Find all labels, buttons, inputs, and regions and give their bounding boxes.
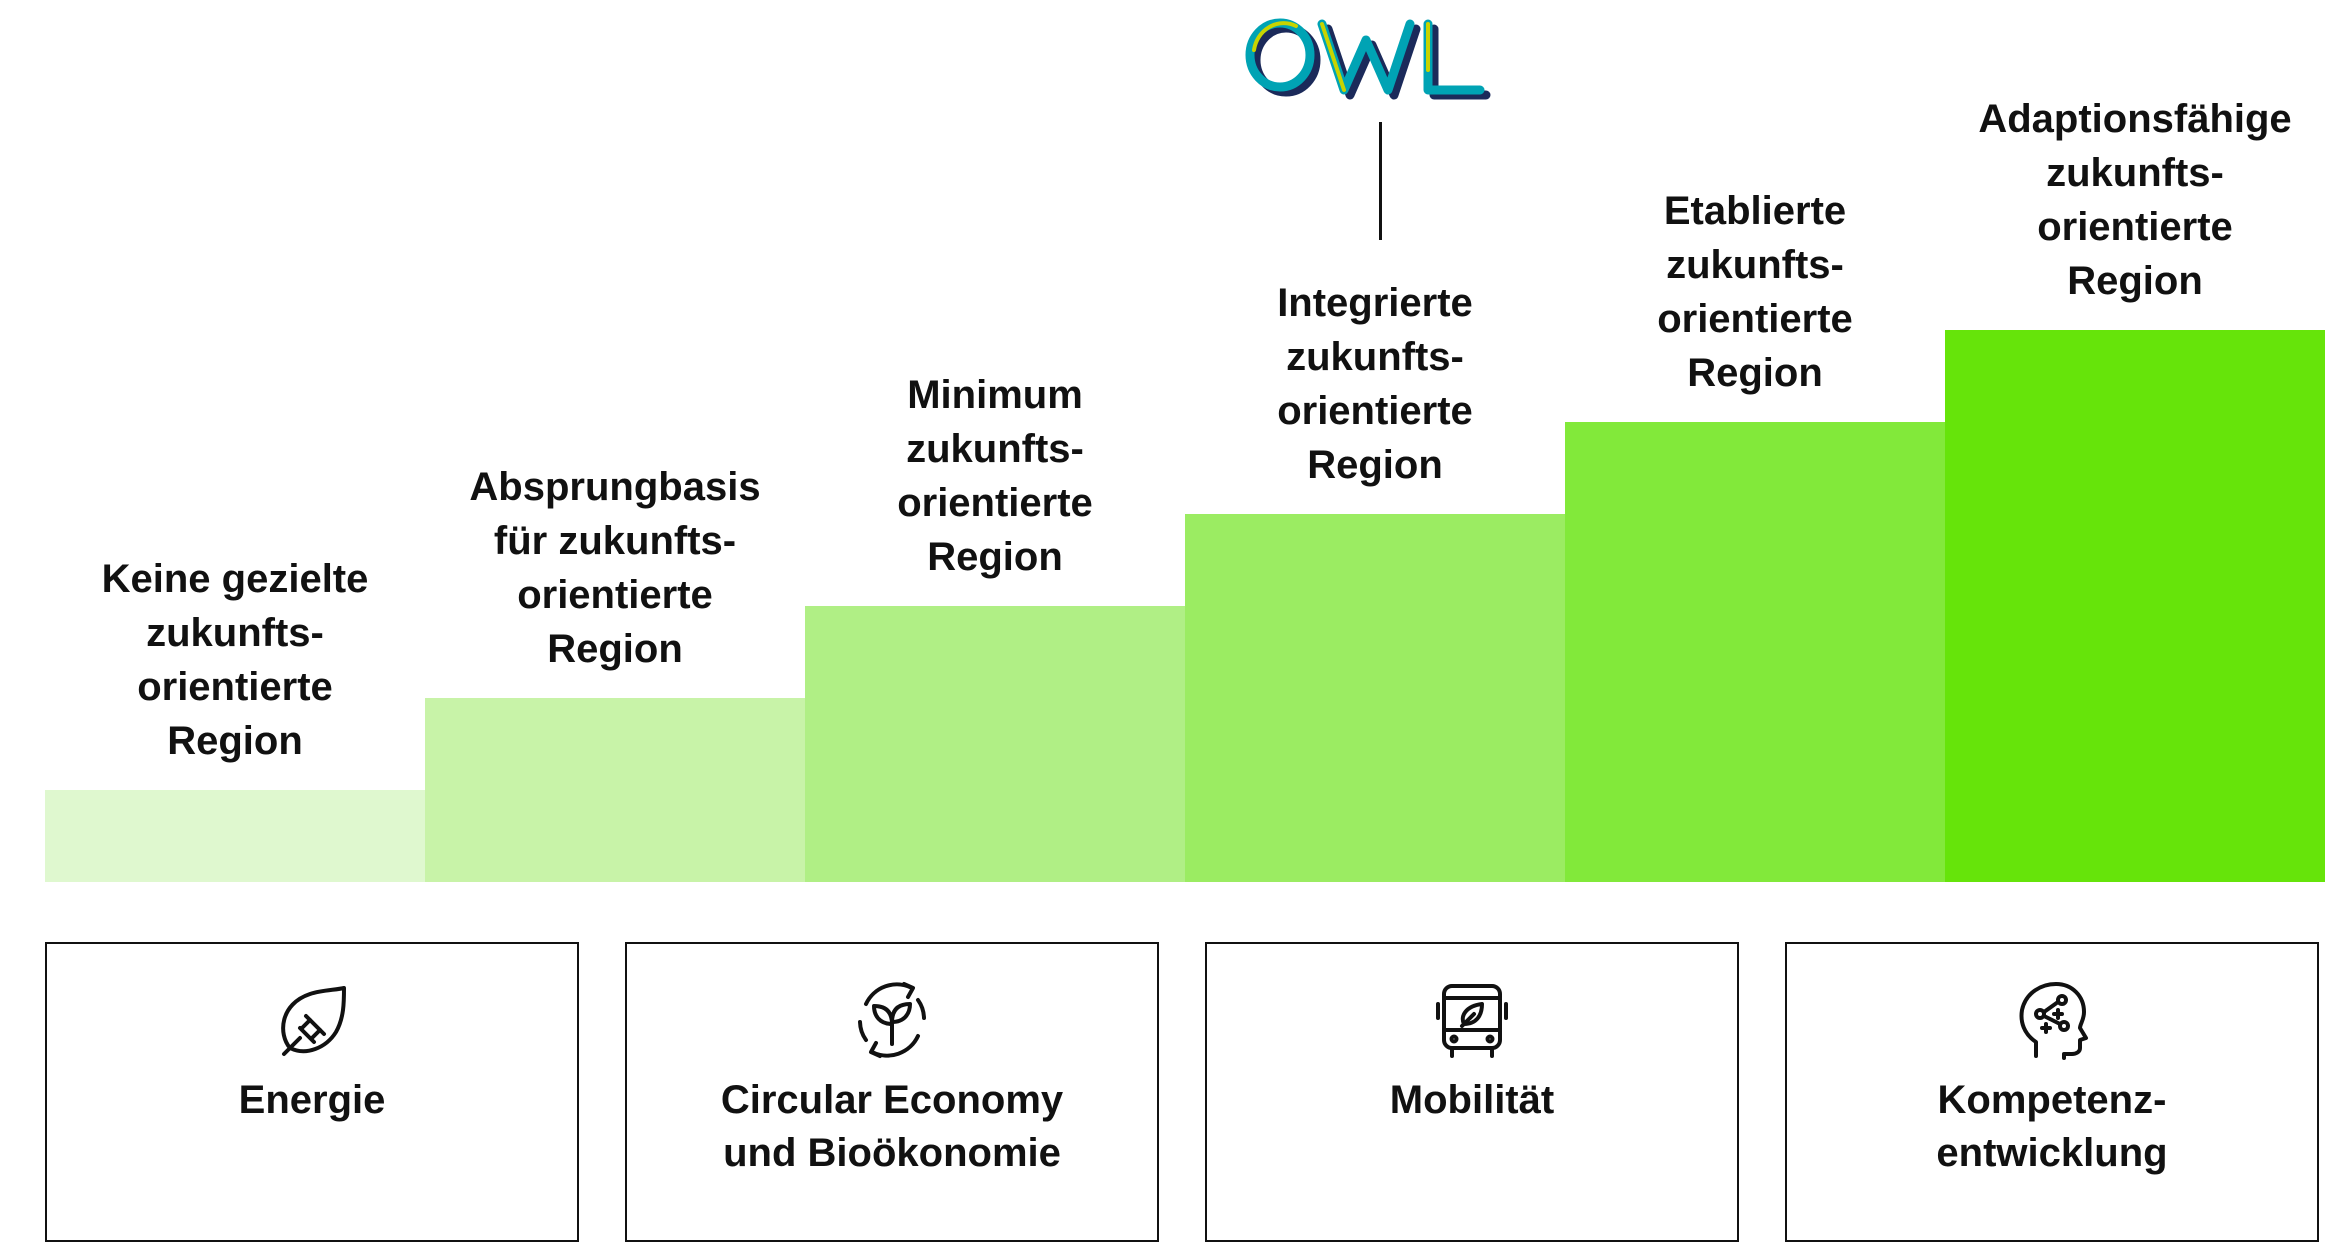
- stage-step-3: [805, 606, 1185, 882]
- stage-label-3: Minimum zukunfts- orientierte Region: [897, 373, 1093, 579]
- recycle-sprout-icon: [858, 982, 926, 1058]
- bus-leaf-icon: [1436, 984, 1508, 1058]
- stage-label-1: Keine gezielte zukunfts- orientierte Reg…: [101, 557, 369, 763]
- stage-step-6: [1945, 330, 2325, 882]
- leaf-plug-icon: [281, 986, 346, 1056]
- field-card-mobilitaet: Mobilität: [1205, 942, 1739, 1242]
- stage-step-2: [425, 698, 805, 882]
- head-network-icon: [2019, 982, 2088, 1060]
- owl-logo: [1245, 18, 1491, 100]
- stage-step-4: [1185, 514, 1565, 882]
- stage-label-6: Adaptionsfähige zukunfts- orientierte Re…: [1978, 97, 2292, 303]
- field-card-circular-economy: Circular Economy und Bioökonomie: [625, 942, 1159, 1242]
- stage-step-1: [45, 790, 425, 882]
- stage-label-4: Integrierte zukunfts- orientierte Region: [1277, 281, 1473, 487]
- field-card-kompetenzentwicklung: Kompetenz- entwicklung: [1785, 942, 2319, 1242]
- field-label-circular-economy: Circular Economy und Bioökonomie: [720, 1078, 1064, 1175]
- field-label-mobilitaet: Mobilität: [1389, 1078, 1555, 1122]
- field-label-kompetenzentwicklung: Kompetenz- entwicklung: [1936, 1078, 2168, 1175]
- stage-step-5: [1565, 422, 1945, 882]
- stage-label-2: Absprungbasis für zukunfts- orientierte …: [469, 465, 761, 671]
- maturity-diagram: Keine gezielte zukunfts- orientierte Reg…: [45, 18, 2325, 1242]
- field-label-energie: Energie: [238, 1078, 386, 1122]
- stage-label-5: Etablierte zukunfts- orientierte Region: [1657, 189, 1853, 395]
- logo-connector-line: [1379, 122, 1382, 240]
- field-card-energie: Energie: [45, 942, 579, 1242]
